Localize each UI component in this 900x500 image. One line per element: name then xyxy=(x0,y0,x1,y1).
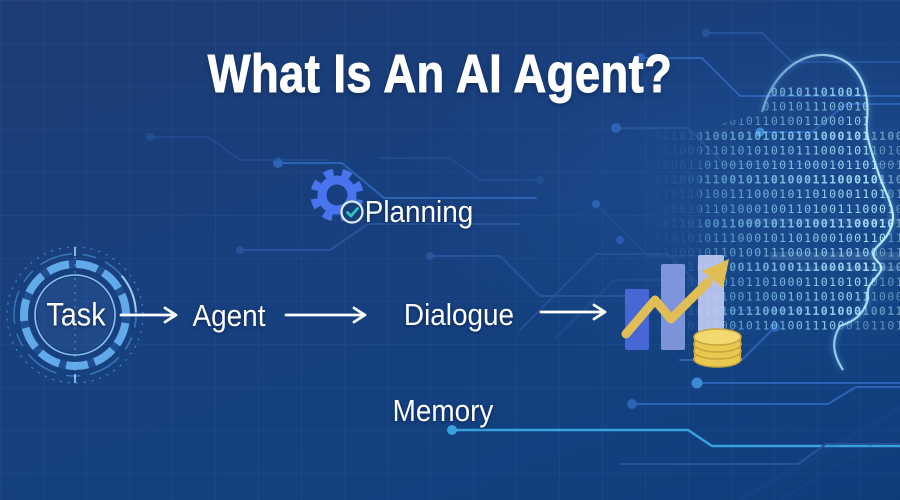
binary-row: 1100010110100010011010011100010110100110 xyxy=(646,202,900,216)
head-profile-outline xyxy=(760,53,895,371)
flow-arrow-3 xyxy=(539,303,607,321)
capability-memory-label: Memory xyxy=(392,393,494,428)
binary-row: 1000101101001100010110100111000101101001 xyxy=(646,289,900,303)
binary-rows-head: 1001101000111100010110100110001011010011… xyxy=(646,85,900,333)
bar-2 xyxy=(661,264,685,350)
trend-arrow-icon xyxy=(621,259,729,339)
binary-row: 0011010100101010101010001011100010010110 xyxy=(646,129,900,143)
binary-row: 0011010100101010101010001011100010010110 xyxy=(646,129,900,143)
binary-row: 1011010001001101001110001011010011000101 xyxy=(646,260,900,274)
binary-row: 0100011010010101011000101101001110001011 xyxy=(646,158,900,172)
flow-step-agent: Agent xyxy=(192,298,266,333)
flow-arrow-1 xyxy=(119,306,178,324)
binary-row: 0101101001100010110100111000101101000110 xyxy=(646,216,900,230)
flow-arrow-2 xyxy=(284,306,367,324)
binary-row: 0110001011010011100010110100011010101010 xyxy=(646,246,900,260)
binary-row: 1101000110101010101110001011010001001101 xyxy=(646,143,900,157)
growth-chart-icon xyxy=(621,255,742,368)
binary-row: 1101000110101010101110001011010001001101 xyxy=(646,143,900,157)
binary-row: 0101101001100010110100111000101101000110 xyxy=(646,216,900,230)
binary-row: 0100111000101101000110101010101110001011 xyxy=(646,275,900,289)
binary-row: 1011000110010110100011100010110100101001 xyxy=(646,173,900,187)
main-title: What Is An AI Agent? xyxy=(207,44,673,105)
binary-row: 1010011100010110100110001011010001101010 xyxy=(646,114,900,128)
check-badge-icon xyxy=(340,200,364,224)
binary-row: 0100011010010101011000101101001110001011 xyxy=(646,158,900,172)
binary-head-illustration: 0011010100101010101010001011100010010110… xyxy=(646,53,900,371)
flow-step-dialogue: Dialogue xyxy=(403,297,515,332)
binary-row: 1011000110010110100011100010110100101001 xyxy=(646,173,900,187)
flow-step-task: Task xyxy=(46,296,106,333)
capability-planning-label: Planning xyxy=(364,194,474,229)
flow-arrows xyxy=(119,303,607,324)
coins-icon xyxy=(693,328,742,368)
gear-check-icon xyxy=(310,168,364,224)
binary-row: 0110100011010101010111000101101000100110 xyxy=(646,100,900,114)
binary-row: 1010101011100010110100010011011010011100 xyxy=(646,231,900,245)
circuit-traces xyxy=(146,29,900,500)
binary-row: 0011010101011100010110100010011010011100 xyxy=(646,304,900,318)
binary-row: 1010101011100010110100010011011010011100 xyxy=(646,231,900,245)
binary-row: 0010110100111000101101000110101010101110 xyxy=(646,187,900,201)
binary-row: 1100010110100010011010011100010110100110 xyxy=(646,202,900,216)
binary-row: 0010110100111000101101000110101010101110 xyxy=(646,187,900,201)
